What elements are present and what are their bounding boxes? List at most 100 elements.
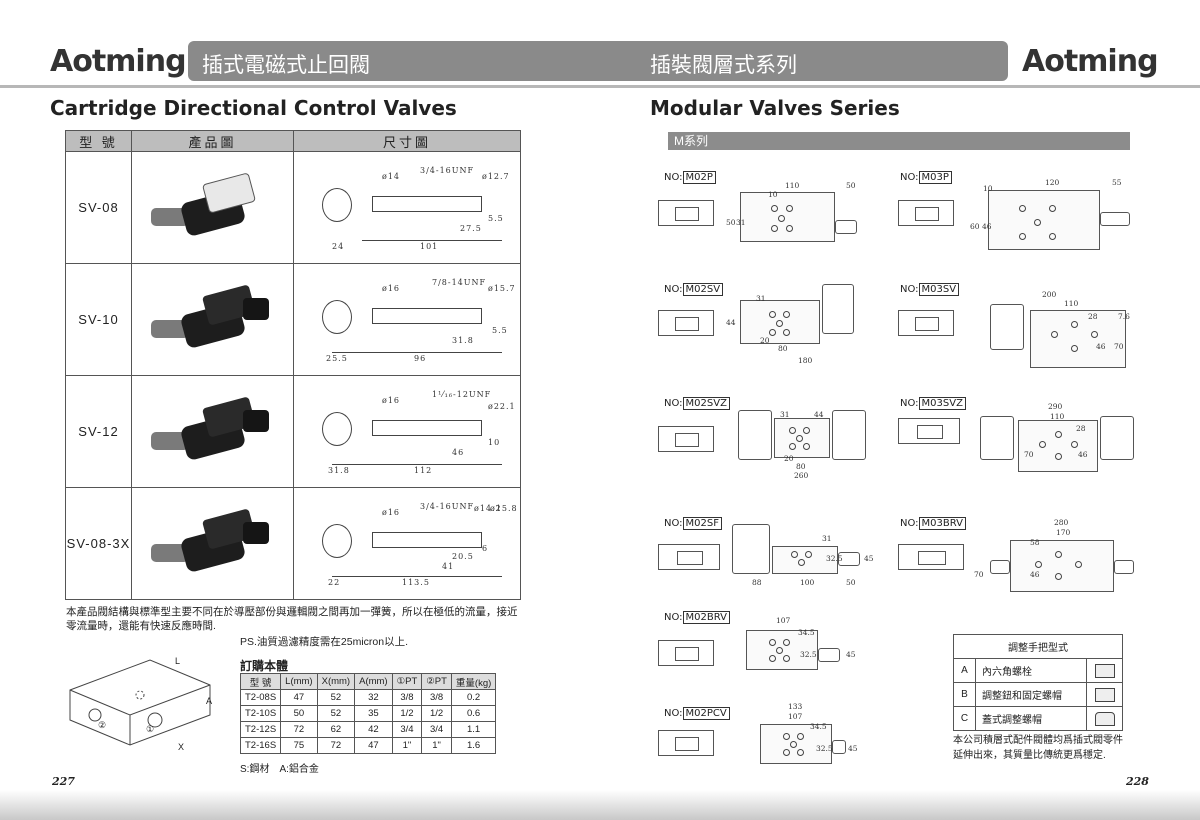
dim-label: 3/4-16UNF <box>420 165 475 175</box>
order-header: ②PT <box>421 673 452 690</box>
dim-label: ø14 <box>382 171 400 181</box>
page-number-right: 228 <box>1126 775 1149 788</box>
hydraulic-symbol <box>658 640 714 666</box>
dim-label: 50 <box>846 181 856 190</box>
order-cell: 1" <box>391 737 423 754</box>
model-label-m03sv: NO:M03SV <box>900 283 960 296</box>
valve-drawing <box>772 546 838 574</box>
dim-label: 45 <box>848 744 858 753</box>
cap-nut-icon <box>1086 706 1123 731</box>
table-row: SV-08-3X ø16 3/4-16UNF ø14.2 ø15.8 6 20.… <box>65 487 521 600</box>
order-cell: 72 <box>316 737 356 754</box>
dim-label: 96 <box>414 353 427 363</box>
banner-right-title: 插裝閥層式系列 <box>650 54 797 77</box>
valve-drawing <box>740 300 820 344</box>
model-code: M03SV <box>918 283 960 296</box>
dim-label: 45 <box>864 554 874 563</box>
order-cell: 1/2 <box>421 705 452 722</box>
banner-left-title: 插式電磁式止回閥 <box>202 54 370 77</box>
footer-band <box>0 790 1200 820</box>
dim-label: 5.5 <box>492 325 508 335</box>
dim-label: 70 <box>1024 450 1034 459</box>
table-row: SV-10 ø16 7/8-14UNF ø15.7 5.5 31.8 25.5 … <box>65 263 521 376</box>
dim-label: 31 <box>736 218 746 227</box>
filter-note: PS.油質過濾精度需在25micron以上. <box>240 636 409 648</box>
handle-key: B <box>953 682 976 707</box>
dim-label: 260 <box>794 471 809 480</box>
valve-drawing <box>1010 540 1114 592</box>
adjust-knob <box>1114 560 1134 574</box>
order-cell: 50 <box>280 705 318 722</box>
dim-label: 3/4-16UNF <box>420 501 475 511</box>
model-code: M03SVZ <box>918 397 966 410</box>
dim-label: 20 <box>784 454 794 463</box>
order-cell: 0.2 <box>450 689 497 706</box>
hydraulic-symbol <box>658 730 714 756</box>
dim-label: 10 <box>488 437 501 447</box>
hydraulic-symbol <box>898 418 960 444</box>
solenoid-coil <box>832 410 866 460</box>
dim-label: 101 <box>420 241 439 251</box>
model-code: M02P <box>682 171 716 184</box>
model-cell: SV-08-3X <box>65 487 132 600</box>
dim-label: 28 <box>1076 424 1086 433</box>
dim-label: 200 <box>1042 290 1057 299</box>
logo-right: Aotming <box>1022 44 1159 79</box>
dim-label: 110 <box>1050 412 1065 421</box>
dim-label: 46 <box>1078 450 1088 459</box>
order-cell: T2-08S <box>239 689 282 706</box>
col-header-photo: 產品圖 <box>131 130 294 152</box>
block-label-L: L <box>175 656 181 666</box>
order-cell: T2-10S <box>239 705 282 722</box>
col-header-dimension: 尺寸圖 <box>293 130 521 152</box>
order-header: L(mm) <box>280 673 318 690</box>
dim-label: 31 <box>780 410 790 419</box>
handle-label: 內六角螺栓 <box>975 658 1087 683</box>
left-section-title: Cartridge Directional Control Valves <box>50 96 457 120</box>
block-label-port2: ② <box>98 720 107 730</box>
block-label-X: X <box>178 742 185 752</box>
handle-key: C <box>953 706 976 731</box>
valve-drawing <box>988 190 1100 250</box>
dim-label: ø14.2 <box>474 503 502 513</box>
solenoid-coil <box>738 410 772 460</box>
dim-label: 20.5 <box>452 551 474 561</box>
material-legend: S:鋼材 A:鋁合金 <box>240 764 319 775</box>
dim-label: 100 <box>800 578 815 587</box>
table-row: A 內六角螺栓 <box>953 658 1123 683</box>
solenoid-coil <box>980 416 1014 460</box>
hydraulic-symbol <box>898 310 954 336</box>
model-code: M02PCV <box>682 707 730 720</box>
dim-label: 133 <box>788 702 803 711</box>
col-header-model: 型 號 <box>65 130 132 152</box>
dim-label: 31 <box>822 534 832 543</box>
valve-drawing <box>774 418 830 458</box>
order-cell: 3/4 <box>391 721 423 738</box>
dim-label: ø15.8 <box>490 503 518 513</box>
dim-label: 46 <box>982 222 992 231</box>
dim-label: 110 <box>1064 299 1079 308</box>
model-label-m02sf: NO:M02SF <box>664 517 722 530</box>
dim-label: 31.8 <box>452 335 474 345</box>
order-cell: 52 <box>316 705 356 722</box>
page-number-left: 227 <box>52 775 75 788</box>
dim-label: ø12.7 <box>482 171 510 181</box>
product-photo <box>131 263 294 376</box>
dim-label: 32.5 <box>816 744 833 753</box>
order-cell: 52 <box>316 689 356 706</box>
model-code: M03BRV <box>918 517 967 530</box>
dim-label: 120 <box>1045 178 1060 187</box>
dim-label: 7.6 <box>1118 312 1130 321</box>
valve-drawing <box>746 630 818 670</box>
hydraulic-symbol <box>658 544 720 570</box>
handle-label: 蓋式調整螺帽 <box>975 706 1087 731</box>
series-bar: M系列 <box>668 132 1130 150</box>
valve-drawing <box>1030 310 1126 368</box>
table-row: C 蓋式調整螺帽 <box>953 706 1123 731</box>
dim-label: 58 <box>1030 538 1040 547</box>
model-label-m03p: NO:M03P <box>900 171 952 184</box>
cartridge-spec-table: 型 號 產品圖 尺寸圖 SV-08 ø14 3/4-16UNF ø12.7 5.… <box>65 130 521 600</box>
handle-key: A <box>953 658 976 683</box>
